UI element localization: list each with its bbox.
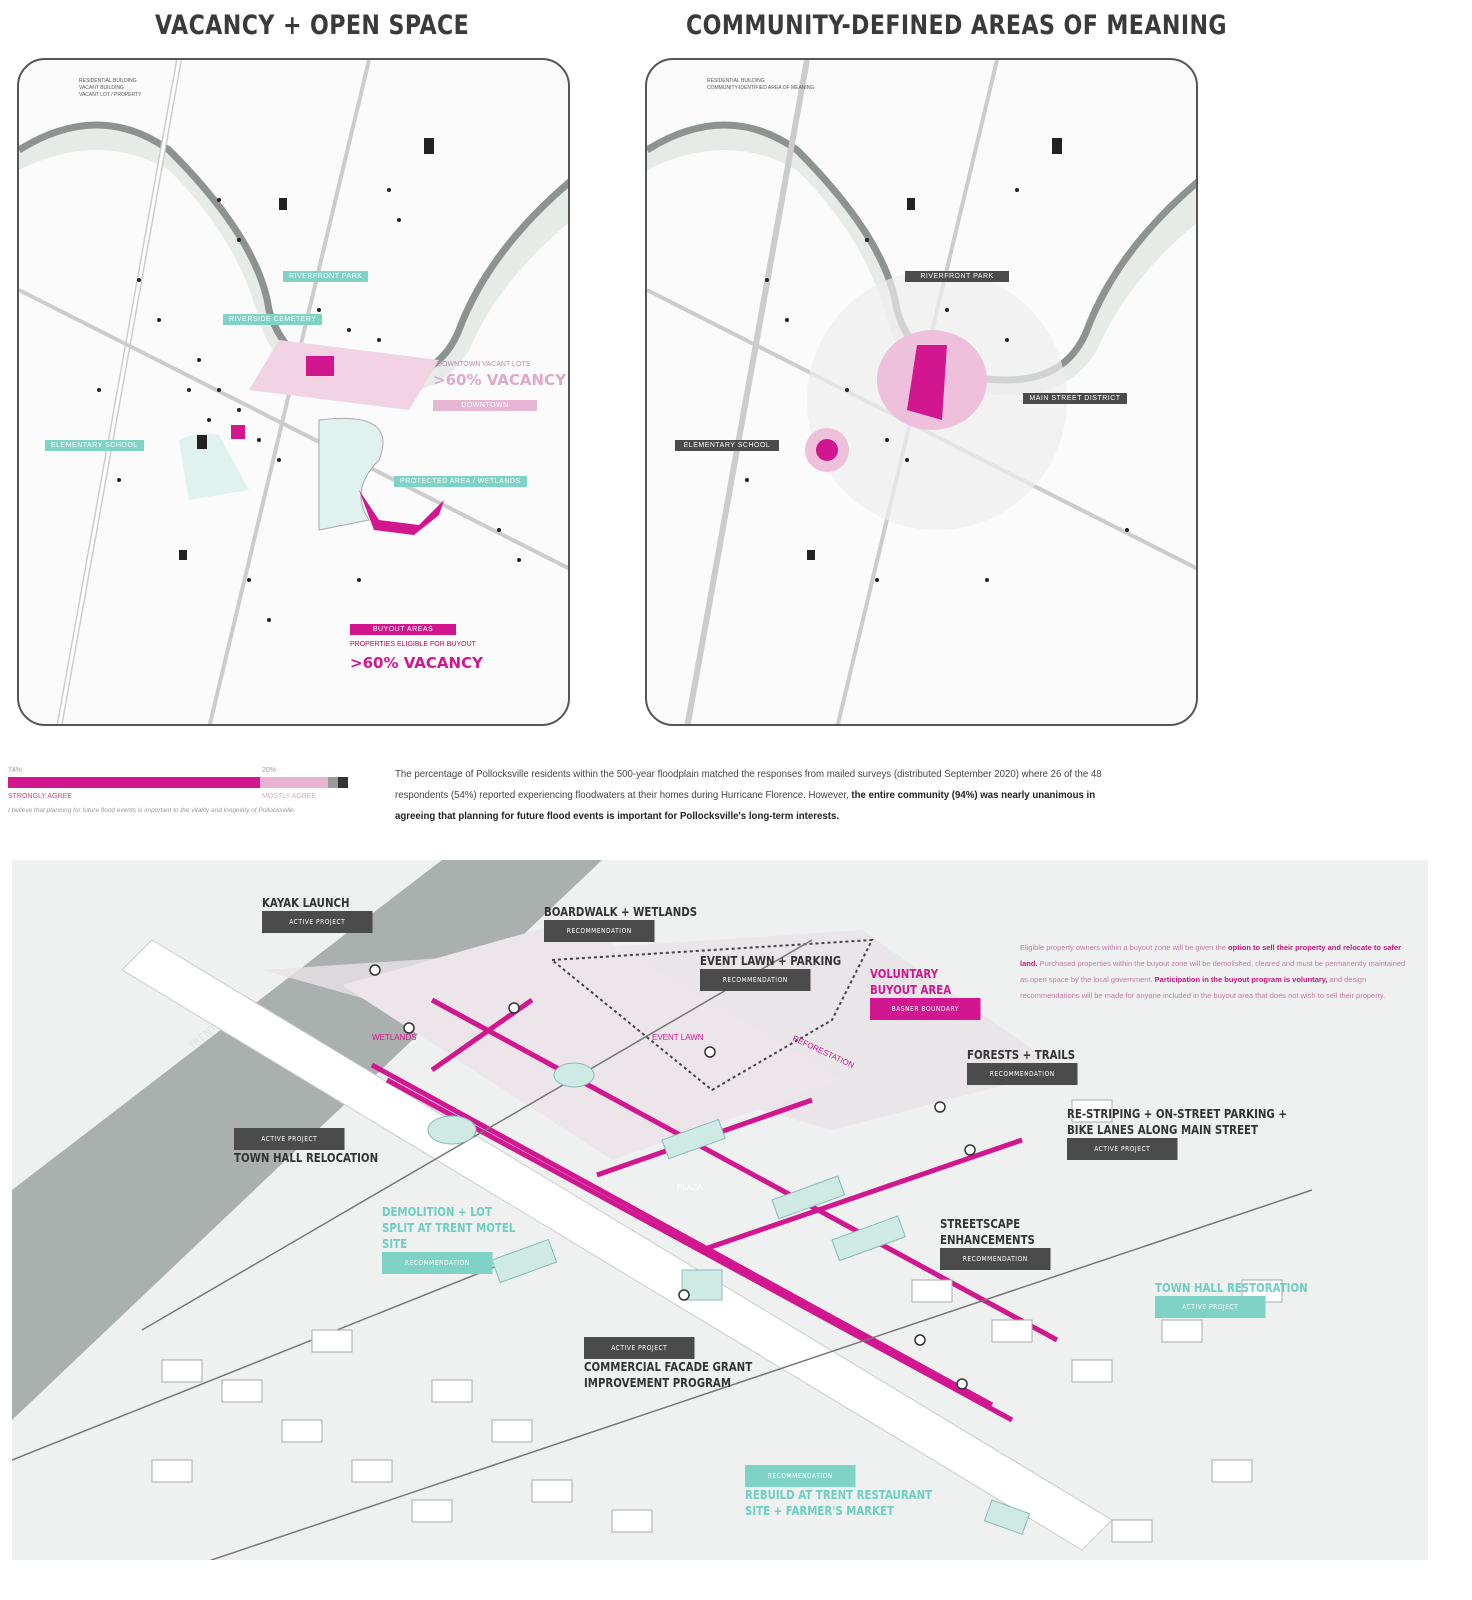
vacancy-map: RESIDENTIAL BUILDING VACANT BUILDING VAC… <box>17 58 570 726</box>
callout-tag: RECOMMENDATION <box>940 1248 1051 1270</box>
bar-segment-strongly-agree <box>8 777 260 788</box>
callout-title: VOLUNTARY BUYOUT AREA <box>870 967 952 997</box>
legend: RESIDENTIAL BUILDING COMMUNITY-IDENTIFIE… <box>707 78 814 92</box>
callout-tag: ACTIVE PROJECT <box>1067 1138 1178 1160</box>
callout-tag: BASNER BOUNDARY <box>870 998 981 1020</box>
label-school: ELEMENTARY SCHOOL <box>45 440 144 451</box>
bar-segment-disagree <box>337 777 348 788</box>
label-cemetery: RIVERSIDE CEMETERY <box>223 314 323 325</box>
right-map-title: COMMUNITY-DEFINED AREAS OF MEANING <box>686 10 1228 41</box>
buyout-vacancy: >60% VACANCY <box>350 654 483 672</box>
callout-title: DEMOLITION + LOT SPLIT AT TRENT MOTEL SI… <box>382 1205 516 1251</box>
paragraph-bold: the entire community (94%) was nearly un… <box>395 789 1096 822</box>
bar-right-label: MOSTLY AGREE <box>262 793 317 800</box>
callout-title: RE-STRIPING + ON-STREET PARKING + BIKE L… <box>1067 1107 1287 1137</box>
map-word-plaza: PLAZA <box>677 1183 703 1192</box>
legend-item: VACANT LOT / PROPERTY <box>79 92 142 98</box>
downtown-tag: DOWNTOWN <box>433 400 537 411</box>
bar-segment-mostly-agree <box>259 777 328 788</box>
callout-tag: RECOMMENDATION <box>967 1063 1078 1085</box>
bar-left-label: STRONGLY AGREE <box>8 793 72 800</box>
legend: RESIDENTIAL BUILDING VACANT BUILDING VAC… <box>79 78 141 99</box>
label-main-street: MAIN STREET DISTRICT <box>1023 393 1127 404</box>
callout-tag: ACTIVE PROJECT <box>234 1128 345 1150</box>
callout-title: TOWN HALL RESTORATION <box>1155 1281 1308 1295</box>
bar-top-left: 74% <box>8 767 23 774</box>
map-word-event-lawn: EVENT LAWN <box>652 1033 704 1042</box>
map-word-wetlands: WETLANDS <box>372 1033 416 1042</box>
label-school: ELEMENTARY SCHOOL <box>675 440 779 451</box>
callout-tag: RECOMMENDATION <box>382 1252 493 1274</box>
bar-caption: I believe that planning for future flood… <box>8 807 296 814</box>
callout-title: STREETSCAPE ENHANCEMENTS <box>940 1217 1035 1247</box>
buyout-description: Eligible property owners within a buyout… <box>1020 940 1415 1004</box>
callout-restriping: RE-STRIPING + ON-STREET PARKING + BIKE L… <box>1067 1106 1288 1160</box>
callout-tag: RECOMMENDATION <box>700 969 811 991</box>
callout-tag: ACTIVE PROJECT <box>262 911 373 933</box>
callout-tag: ACTIVE PROJECT <box>1155 1296 1266 1318</box>
survey-paragraph: The percentage of Pollocksville resident… <box>395 764 1122 827</box>
label-riverfront-park: RIVERFRONT PARK <box>283 271 369 282</box>
callout-title: EVENT LAWN + PARKING <box>700 954 842 968</box>
callout-title: KAYAK LAUNCH <box>262 896 350 910</box>
legend-item: COMMUNITY-IDENTIFIED AREA OF MEANING <box>707 85 815 91</box>
label-wooded: PROTECTED AREA / WETLANDS <box>394 476 527 487</box>
label-riverfront-park: RIVERFRONT PARK <box>905 271 1009 282</box>
callout-title: FORESTS + TRAILS <box>967 1048 1076 1062</box>
callout-title: COMMERCIAL FACADE GRANT IMPROVEMENT PROG… <box>584 1360 753 1390</box>
legend-item: VACANT BUILDING <box>79 85 124 91</box>
buyout-text-bold: option to sell their property and reloca… <box>1020 943 1401 968</box>
buyout-text: Eligible property owners within a buyout… <box>1020 943 1229 952</box>
callout-tag: RECOMMENDATION <box>544 920 655 942</box>
bar-segment-neutral <box>327 777 338 788</box>
callout-tag: ACTIVE PROJECT <box>584 1337 695 1359</box>
bar-top-right: 20% <box>262 767 277 774</box>
callout-tag: RECOMMENDATION <box>745 1465 856 1487</box>
callout-title: REBUILD AT TRENT RESTAURANT SITE + FARME… <box>745 1488 933 1518</box>
downtown-desc: DOWNTOWN VACANT LOTS <box>437 361 531 368</box>
left-map-title: VACANCY + OPEN SPACE <box>155 10 470 41</box>
callout-title: TOWN HALL RELOCATION <box>234 1151 379 1165</box>
paragraph-text: The percentage of Pollocksville resident… <box>395 768 1102 801</box>
buyout-tag: BUYOUT AREAS <box>350 624 456 635</box>
downtown-vacancy: >60% VACANCY <box>433 371 566 389</box>
callout-demolition: DEMOLITION + LOT SPLIT AT TRENT MOTEL SI… <box>382 1204 527 1274</box>
axonometric-plan: TRENT RIVER WETLANDS EVENT LAWN REFOREST… <box>12 860 1428 1560</box>
areas-of-meaning-map: RESIDENTIAL BUILDING COMMUNITY-IDENTIFIE… <box>645 58 1198 726</box>
vacancy-map-drawing <box>19 60 568 724</box>
areas-map-drawing <box>647 60 1196 724</box>
buyout-desc: PROPERTIES ELIGIBLE FOR BUYOUT <box>350 641 476 648</box>
buyout-text: Purchased properties within the buyout z… <box>1020 959 1406 984</box>
buyout-text-bold: Participation in the buyout program is v… <box>1154 975 1328 984</box>
axon-drawing: TRENT RIVER WETLANDS EVENT LAWN REFOREST… <box>12 860 1313 1560</box>
callout-title: BOARDWALK + WETLANDS <box>544 905 698 919</box>
legend-item: RESIDENTIAL BUILDING <box>79 78 137 84</box>
legend-item: RESIDENTIAL BUILDING <box>707 78 765 84</box>
survey-bar <box>8 777 348 788</box>
buyout-text: and design recommendations will be made … <box>1020 975 1386 1000</box>
